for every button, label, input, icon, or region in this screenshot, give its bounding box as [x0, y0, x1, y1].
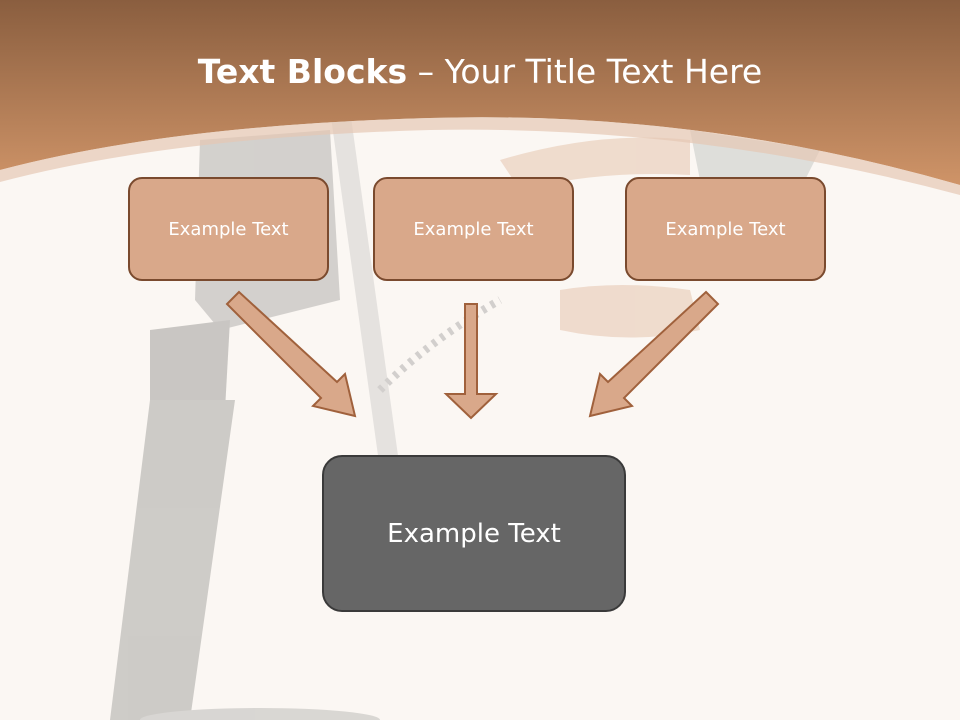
text-block-3[interactable]: Example Text [625, 177, 826, 281]
title-rest: Your Title Text Here [444, 52, 763, 91]
arrows [225, 290, 720, 420]
arrow-right-diagonal [588, 290, 720, 418]
title-dash: – [407, 52, 445, 91]
header-curve-highlight [0, 117, 960, 195]
text-block-2-label: Example Text [413, 218, 534, 240]
text-block-1-label: Example Text [168, 218, 289, 240]
main-text-block-label: Example Text [387, 518, 561, 549]
main-text-block[interactable]: Example Text [322, 455, 626, 612]
text-block-1[interactable]: Example Text [128, 177, 329, 281]
title-bold: Text Blocks [197, 52, 408, 91]
header-band [0, 0, 960, 185]
text-block-3-label: Example Text [665, 218, 786, 240]
page-title: Text Blocks – Your Title Text Here [0, 52, 960, 91]
arrow-left-diagonal [225, 290, 357, 418]
arrow-center-down [443, 303, 499, 420]
text-block-2[interactable]: Example Text [373, 177, 574, 281]
